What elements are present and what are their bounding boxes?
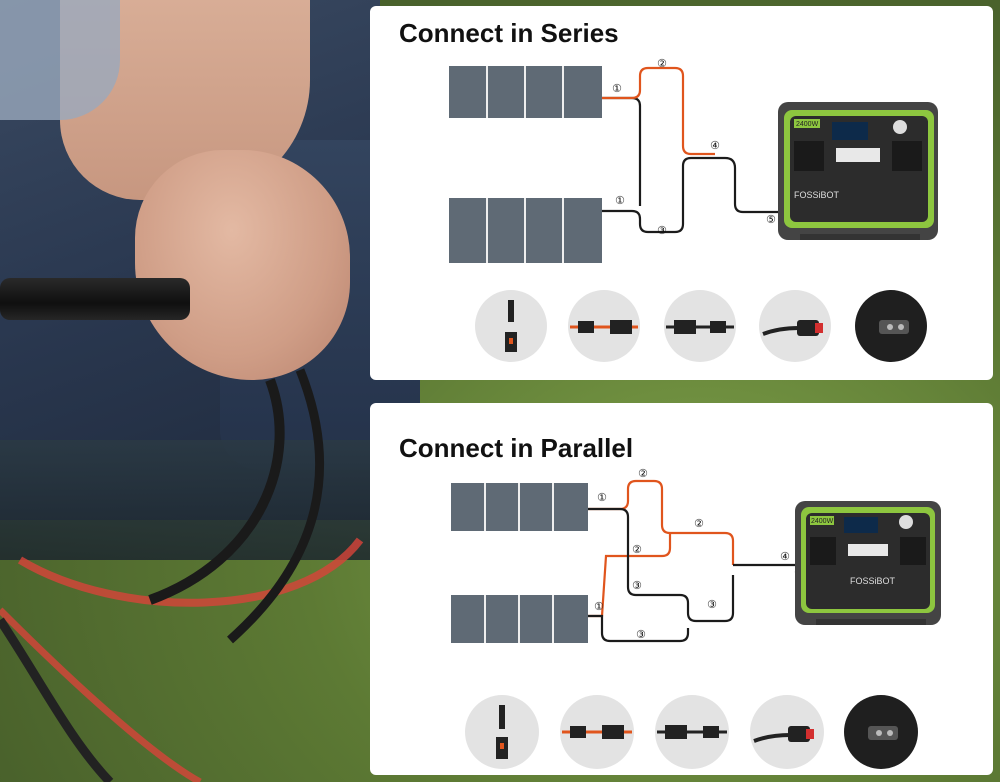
series-card: Connect in Series ① ② ① ③ ④ ⑤ — [370, 6, 993, 380]
svg-text:②: ② — [694, 517, 704, 530]
svg-text:②: ② — [638, 467, 648, 480]
solar-panel-top-parallel — [451, 483, 588, 531]
mc4-extension-cable-red-icon — [568, 290, 640, 362]
marker-1-bottom: ① — [615, 194, 625, 207]
mc4-extension-cable-red-icon-2 — [560, 695, 634, 769]
series-diagram: ① ② ① ③ ④ ⑤ 2400W FOSSiBOT — [449, 57, 938, 263]
parallel-cables — [588, 479, 798, 643]
solar-panel-top — [449, 66, 602, 118]
svg-text:FOSSiBOT: FOSSiBOT — [850, 576, 896, 586]
power-station-parallel: 2400W FOSSiBOT — [795, 501, 941, 625]
shirt-sleeve — [0, 0, 120, 120]
solar-input-port-icon-2 — [844, 695, 918, 769]
svg-text:2400W: 2400W — [811, 518, 834, 525]
series-markers: ① ② ① ③ ④ ⑤ — [612, 57, 776, 237]
parallel-title: Connect in Parallel — [399, 433, 634, 463]
series-title: Connect in Series — [399, 18, 619, 48]
mc4-extension-cable-black-icon — [664, 290, 736, 362]
parallel-diagram: ① ② ② ② ③ ③ ③ ① ④ ⑤ 2400W FOSSiBOT — [451, 467, 941, 643]
parallel-card: Connect in Parallel ① ② ② ② ③ ③ — [370, 403, 993, 775]
marker-3: ③ — [657, 224, 667, 237]
svg-text:①: ① — [594, 600, 604, 613]
power-label-series: 2400W — [796, 121, 819, 128]
mc4-y-branch-connector-icon-2 — [465, 695, 539, 769]
marker-2: ② — [657, 57, 667, 70]
brand-series: FOSSiBOT — [794, 190, 840, 200]
marker-1-top: ① — [612, 82, 622, 95]
mc4-y-branch-connector-icon — [475, 290, 547, 362]
marker-4: ④ — [710, 139, 720, 152]
svg-text:③: ③ — [707, 598, 717, 611]
mc4-connector-in-hand — [0, 278, 190, 320]
anderson-to-xt60-cable-icon — [759, 290, 831, 362]
svg-text:④: ④ — [780, 550, 790, 563]
svg-text:③: ③ — [632, 579, 642, 592]
svg-text:①: ① — [597, 491, 607, 504]
solar-panel-bottom — [449, 198, 602, 263]
background-cables — [0, 368, 364, 782]
parallel-markers: ① ② ② ② ③ ③ ③ ① ④ ⑤ — [594, 467, 804, 641]
series-cables — [602, 66, 778, 234]
svg-text:③: ③ — [636, 628, 646, 641]
power-station-series: 2400W FOSSiBOT — [778, 102, 938, 240]
hand — [135, 150, 350, 380]
solar-panel-bottom-parallel — [451, 595, 588, 643]
solar-input-port-icon — [855, 290, 927, 362]
anderson-to-xt60-cable-icon-2 — [750, 695, 824, 769]
svg-text:②: ② — [632, 543, 642, 556]
mc4-extension-cable-black-icon-2 — [655, 695, 729, 769]
marker-5: ⑤ — [766, 213, 776, 226]
